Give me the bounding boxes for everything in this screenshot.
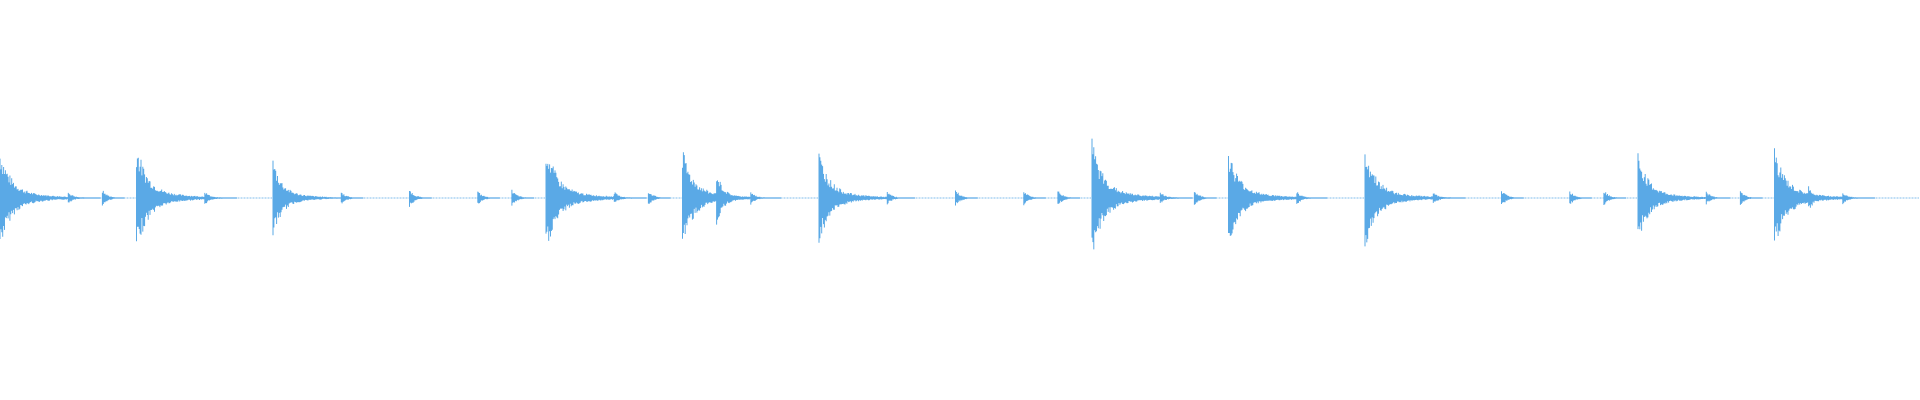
waveform-channel — [0, 138, 1919, 250]
waveform-path — [0, 138, 1919, 250]
